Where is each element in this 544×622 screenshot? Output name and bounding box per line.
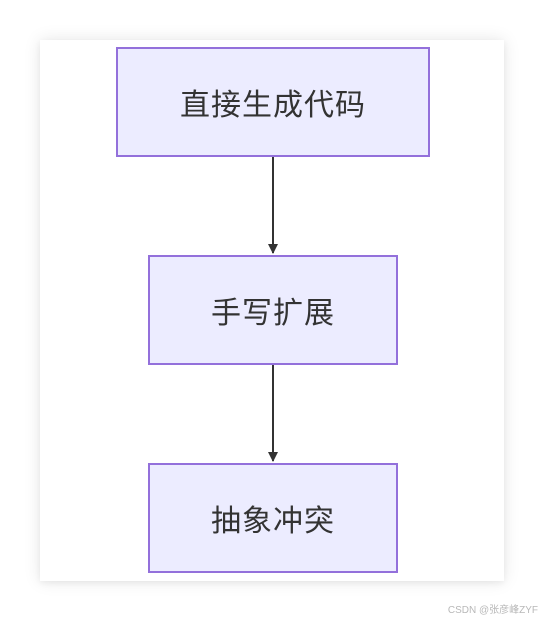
node-abstraction-conflict: 抽象冲突 (148, 463, 398, 573)
node-label: 抽象冲突 (211, 504, 335, 539)
watermark: CSDN @张彦峰ZYF (447, 605, 538, 616)
node-direct-generate-code: 直接生成代码 (116, 47, 430, 157)
node-handwritten-extension: 手写扩展 (148, 255, 398, 365)
node-label: 手写扩展 (211, 296, 335, 331)
node-label: 直接生成代码 (180, 88, 366, 123)
